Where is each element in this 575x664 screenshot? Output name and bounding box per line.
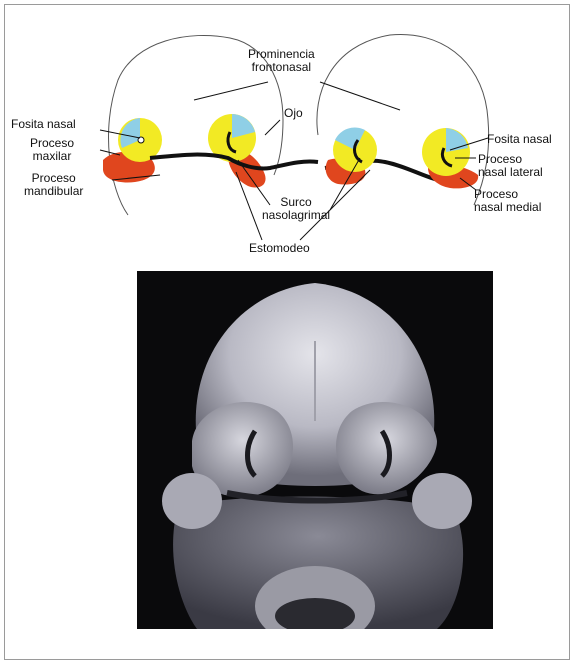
label-proceso-nasal-medial: Proceso nasal medial: [474, 188, 541, 214]
embryo-sem-photo: [137, 271, 493, 629]
label-proceso-nasal-lateral: Proceso nasal lateral: [478, 153, 543, 179]
photo-left-maxillary: [162, 473, 222, 529]
right-outer-blue: [446, 128, 468, 152]
leader-prominencia-right: [320, 82, 400, 110]
photo-right-maxillary: [412, 473, 472, 529]
label-proceso-maxilar: Proceso maxilar: [30, 137, 74, 163]
leader-maxilar: [100, 150, 120, 155]
label-ojo: Ojo: [284, 107, 303, 120]
label-surco-nasolagrimal: Surco nasolagrimal: [262, 196, 330, 222]
label-prominencia-frontonasal: Prominencia frontonasal: [248, 48, 315, 74]
label-fosita-nasal-right: Fosita nasal: [487, 133, 552, 146]
label-fosita-nasal-left: Fosita nasal: [11, 118, 76, 131]
leader-ojo: [265, 120, 280, 135]
label-proceso-mandibular: Proceso mandibular: [24, 172, 83, 198]
label-estomodeo: Estomodeo: [249, 242, 310, 255]
leader-prominencia-left: [194, 82, 268, 100]
